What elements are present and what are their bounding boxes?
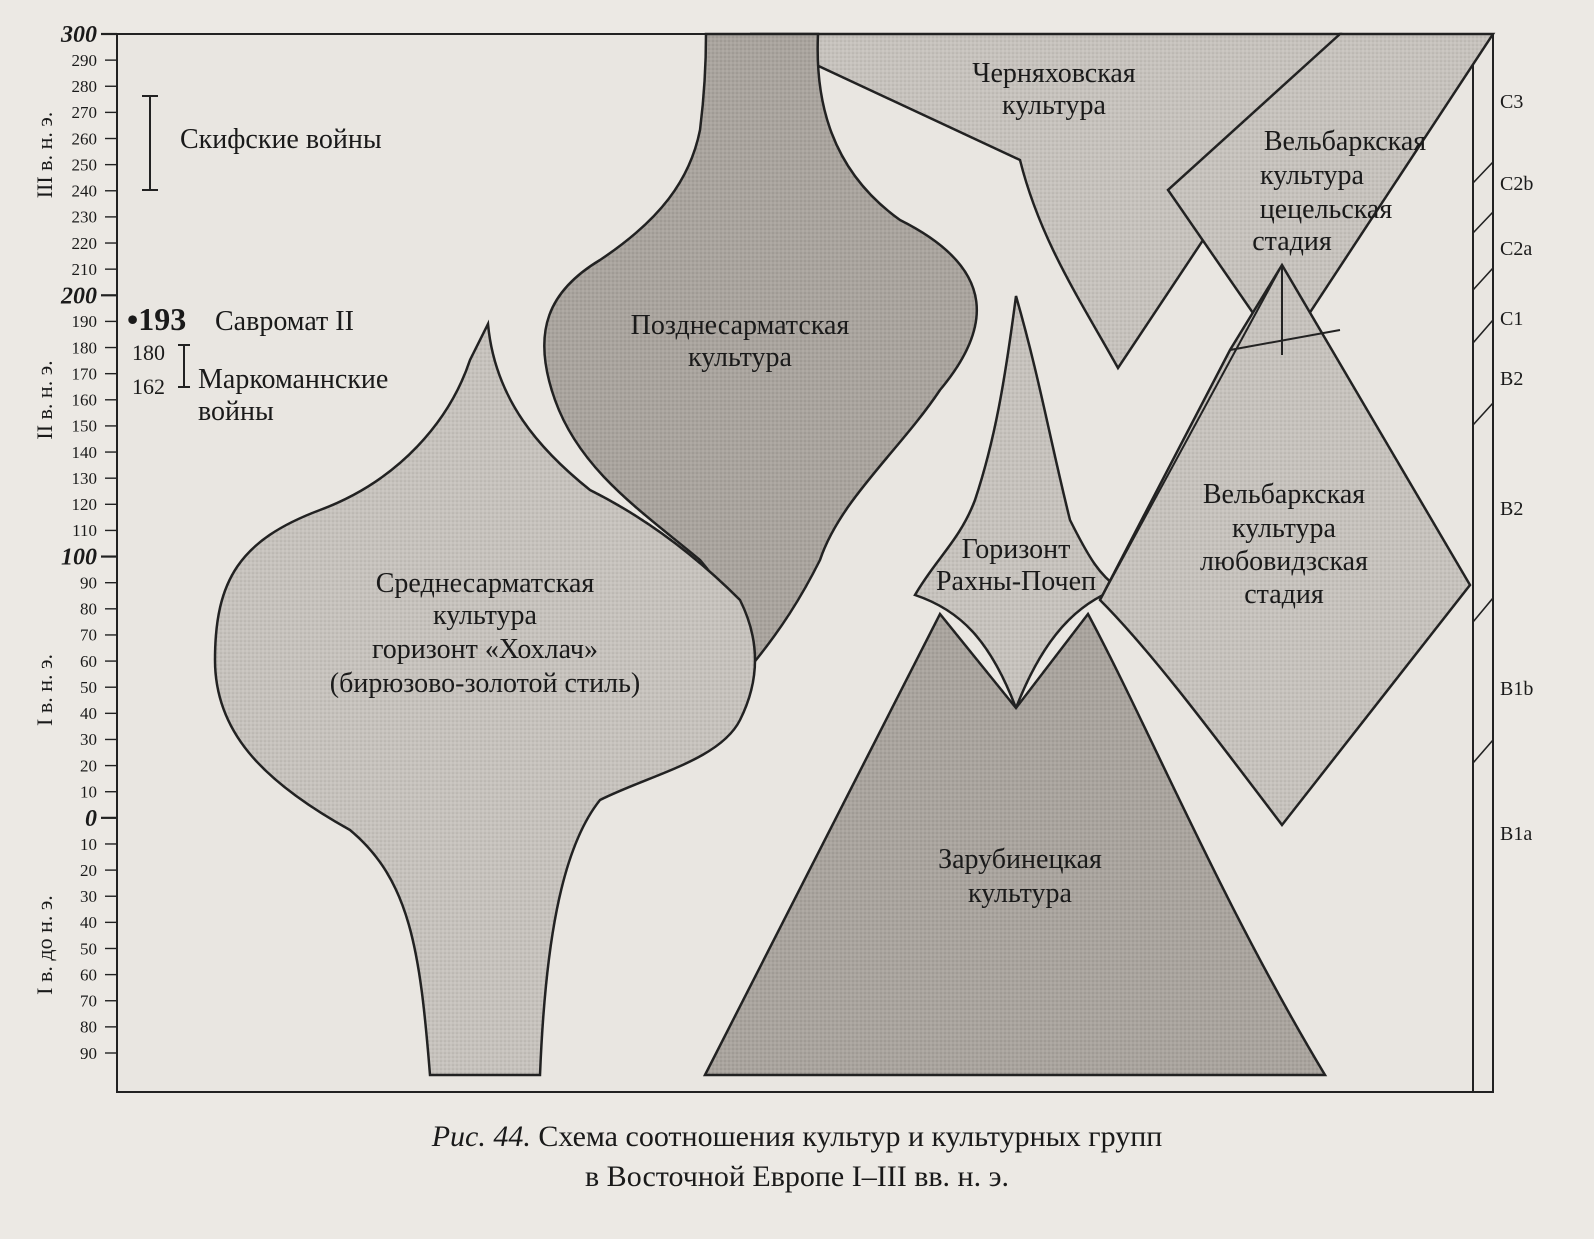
axis-tick-label: 20 [80,756,97,775]
axis-ticks: 290 280 270 260 250 240 230 220 210 190 180 170 160 1… [60,22,117,1063]
marcomannic-label-1: Маркоманнские [198,364,388,395]
axis-tick-label: 50 [80,939,97,958]
phase-label-b2-upper: B2 [1500,368,1523,390]
axis-tick-label: 30 [80,887,97,906]
axis-tick-label: 130 [72,469,98,488]
axis-tick-label: 50 [80,678,97,697]
axis-tick-label: 300 [60,22,97,48]
phase-label-b1a: B1a [1500,823,1532,845]
axis-tick-label: 60 [80,965,97,984]
axis-tick-label: 150 [72,417,98,436]
figure-caption-label: Рис. 44. [431,1120,531,1153]
axis-tick-label: 70 [80,992,97,1011]
axis-tick-label: 240 [72,182,98,201]
wielbark-cross-lines [1099,264,1341,601]
rakhny-label-2: Рахны-Почеп [936,566,1096,597]
axis-tick-label: 20 [80,861,97,880]
sauromates-name: Савромат II [215,306,354,337]
scythian-wars-label: Скифские войны [180,124,382,155]
axis-tick-label: 250 [72,155,98,174]
axis-tick-label: 270 [72,103,98,122]
wielbark-lyubovidsk-label-3: любовидзская [1200,546,1368,577]
phase-dividers [1472,161,1494,764]
wielbark-tsetsel-label-3: цецельская [1260,194,1393,225]
axis-tick-label: 160 [72,391,98,410]
middle-sarmatian-culture-shape [213,319,757,1077]
axis-tick-label: 70 [80,626,97,645]
late-sarmatian-label-2: культура [688,342,793,373]
marcomannic-end-year: 180 [132,340,165,365]
middle-sarmatian-label-1: Среднесарматская [376,568,595,599]
axis-tick-label: 110 [72,521,97,540]
axis-tick-label: 170 [72,364,98,383]
figure-caption-text-1: Схема соотношения культур и культурных г… [531,1120,1162,1153]
phase-label-c2a: C2a [1500,238,1532,260]
rakhny-label-1: Горизонт [962,534,1071,565]
axis-tick-label: 30 [80,730,97,749]
figure-caption-line-2: в Восточной Европе I–III вв. н. э. [585,1160,1009,1193]
middle-sarmatian-label-2: культура [433,600,538,631]
chernyakhov-culture-shape [749,32,1343,371]
axis-tick-label: 280 [72,77,98,96]
axis-tick-label: 100 [61,545,97,571]
axis-tick-label: 140 [72,443,98,462]
axis-tick-label: 10 [80,782,97,801]
wielbark-lyubovidsk-label-4: стадия [1244,579,1324,610]
century-label-3: III в. н. э. [32,112,57,199]
marcomannic-label-2: войны [198,396,274,427]
zarubintsy-label-2: культура [968,878,1073,909]
zarubintsy-culture-shape [702,611,1328,1077]
zarubintsy-label-1: Зарубинецкая [938,844,1102,875]
wielbark-tsetsel-label-1: Вельбаркская [1264,126,1426,157]
axis-tick-label: 0 [85,806,97,832]
wielbark-tsetsel-label-2: культура [1260,160,1365,191]
axis-tick-label: 290 [72,51,98,70]
axis-tick-label: 90 [80,1044,97,1063]
wielbark-lyubovidsk-shape [1098,262,1472,828]
chernyakhov-label-2: культура [1002,90,1107,121]
axis-tick-label: 10 [80,835,97,854]
axis-tick-label: 190 [72,312,98,331]
phase-label-b1b: B1b [1500,678,1533,700]
axis-tick-label: 230 [72,208,98,227]
phase-label-c1: C1 [1500,308,1523,330]
sauromates-year: •193 [127,301,186,337]
axis-tick-label: 90 [80,573,97,592]
axis-tick-label: 60 [80,652,97,671]
axis-tick-label: 80 [80,600,97,619]
phase-label-b2-lower: B2 [1500,498,1523,520]
middle-sarmatian-label-3: горизонт «Хохлач» [372,634,598,665]
century-label-2: II в. н. э. [32,360,57,439]
phase-label-c2b: C2b [1500,173,1533,195]
century-label-1: I в. н. э. [32,654,57,726]
axis-tick-label: 120 [72,495,98,514]
axis-tick-label: 200 [60,283,97,309]
wielbark-lyubovidsk-label-2: культура [1232,513,1337,544]
axis-tick-label: 180 [72,338,98,357]
late-sarmatian-label-1: Позднесарматская [631,310,850,341]
phase-label-c3: C3 [1500,91,1523,113]
wielbark-tsetsel-label-4: стадия [1252,226,1332,257]
axis-tick-label: 210 [72,260,98,279]
axis-tick-label: 220 [72,234,98,253]
axis-tick-label: 40 [80,704,97,723]
axis-tick-label: 80 [80,1018,97,1037]
chernyakhov-label-1: Черняховская [972,58,1136,89]
middle-sarmatian-label-4: (бирюзово-золотой стиль) [330,668,640,699]
figure-caption-line-1: Рис. 44. Схема соотношения культур и кул… [431,1120,1163,1153]
axis-tick-label: 40 [80,913,97,932]
century-label-bc1: I в. до н. э. [32,895,57,995]
axis-tick-label: 260 [72,129,98,148]
wielbark-lyubovidsk-label-1: Вельбаркская [1203,479,1365,510]
marcomannic-start-year: 162 [132,374,165,399]
